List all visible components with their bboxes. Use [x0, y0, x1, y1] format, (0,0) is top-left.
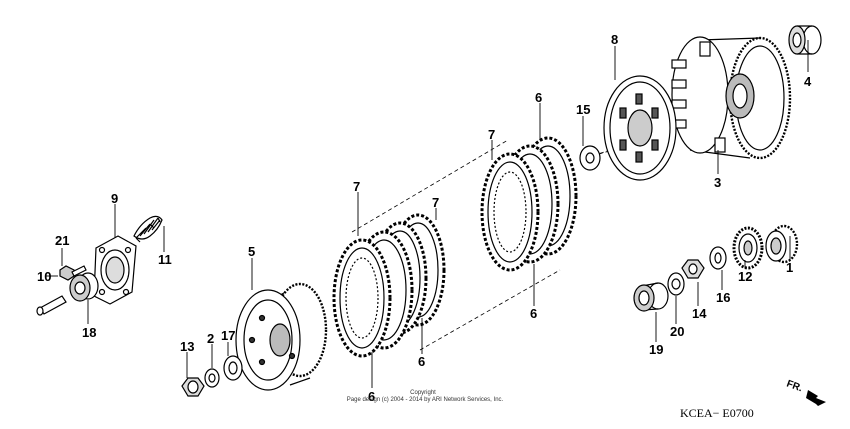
part-17-washer	[223, 355, 243, 381]
callout-14: 14	[692, 306, 707, 321]
clutch-discs-right	[480, 136, 578, 272]
callout-3: 3	[714, 175, 721, 190]
front-arrow-icon	[806, 390, 826, 406]
part-14-nut	[681, 259, 705, 279]
clutch-discs-left	[332, 230, 414, 358]
callout-6-right: 6	[530, 306, 537, 321]
part-1-collar	[765, 224, 799, 264]
callout-15: 15	[576, 102, 590, 117]
part-12-gear	[732, 226, 764, 270]
part-2-lock-washer	[204, 368, 220, 388]
callout-21: 21	[55, 233, 69, 248]
copyright-notice: Page design (c) 2004 - 2014 by ARI Netwo…	[347, 397, 504, 403]
callout-18: 18	[82, 325, 96, 340]
callout-19: 19	[649, 342, 663, 357]
part-21-bolt	[59, 265, 87, 281]
callout-7-left: 7	[353, 179, 360, 194]
part-10-lifter-rod	[36, 295, 67, 316]
callout-6-middle: 6	[418, 354, 425, 369]
callout-1: 1	[786, 260, 793, 275]
callout-12: 12	[738, 269, 752, 284]
callout-17: 17	[221, 328, 235, 343]
callout-7-top: 7	[488, 127, 495, 142]
callouts: 1 2 3 4 5 6 6 6 6 7 7 7 8 9 10 11 12 13 …	[37, 32, 812, 404]
part-18-bearing	[69, 272, 99, 302]
front-marker-label: FR.	[785, 378, 804, 394]
part-13-lock-nut	[181, 377, 205, 397]
callout-7-middle: 7	[432, 195, 439, 210]
callout-6-left: 6	[368, 389, 375, 404]
callout-11: 11	[158, 252, 172, 267]
part-19-bearing	[633, 282, 669, 312]
callout-16: 16	[716, 290, 730, 305]
diagram-code: KCEA− E0700	[680, 406, 754, 420]
part-3-clutch-outer	[671, 36, 792, 160]
part-11-spring	[133, 215, 163, 243]
callout-2: 2	[207, 331, 214, 346]
part-8-pressure-plate	[603, 75, 677, 181]
callout-20: 20	[670, 324, 684, 339]
callout-4: 4	[804, 74, 812, 89]
part-4-collar	[788, 25, 822, 55]
part-16-washer	[709, 246, 727, 270]
copyright-title: Copyright	[410, 390, 436, 396]
callout-8: 8	[611, 32, 618, 47]
part-9-lifter-plate	[93, 235, 137, 305]
callout-9: 9	[111, 191, 118, 206]
callout-6-top: 6	[535, 90, 542, 105]
callout-13: 13	[180, 339, 194, 354]
part-15-washer	[579, 145, 601, 171]
callout-10: 10	[37, 269, 51, 284]
leader-lines	[46, 40, 809, 388]
part-20-washer	[667, 272, 685, 296]
part-5-clutch-center	[235, 282, 328, 391]
callout-5: 5	[248, 244, 255, 259]
